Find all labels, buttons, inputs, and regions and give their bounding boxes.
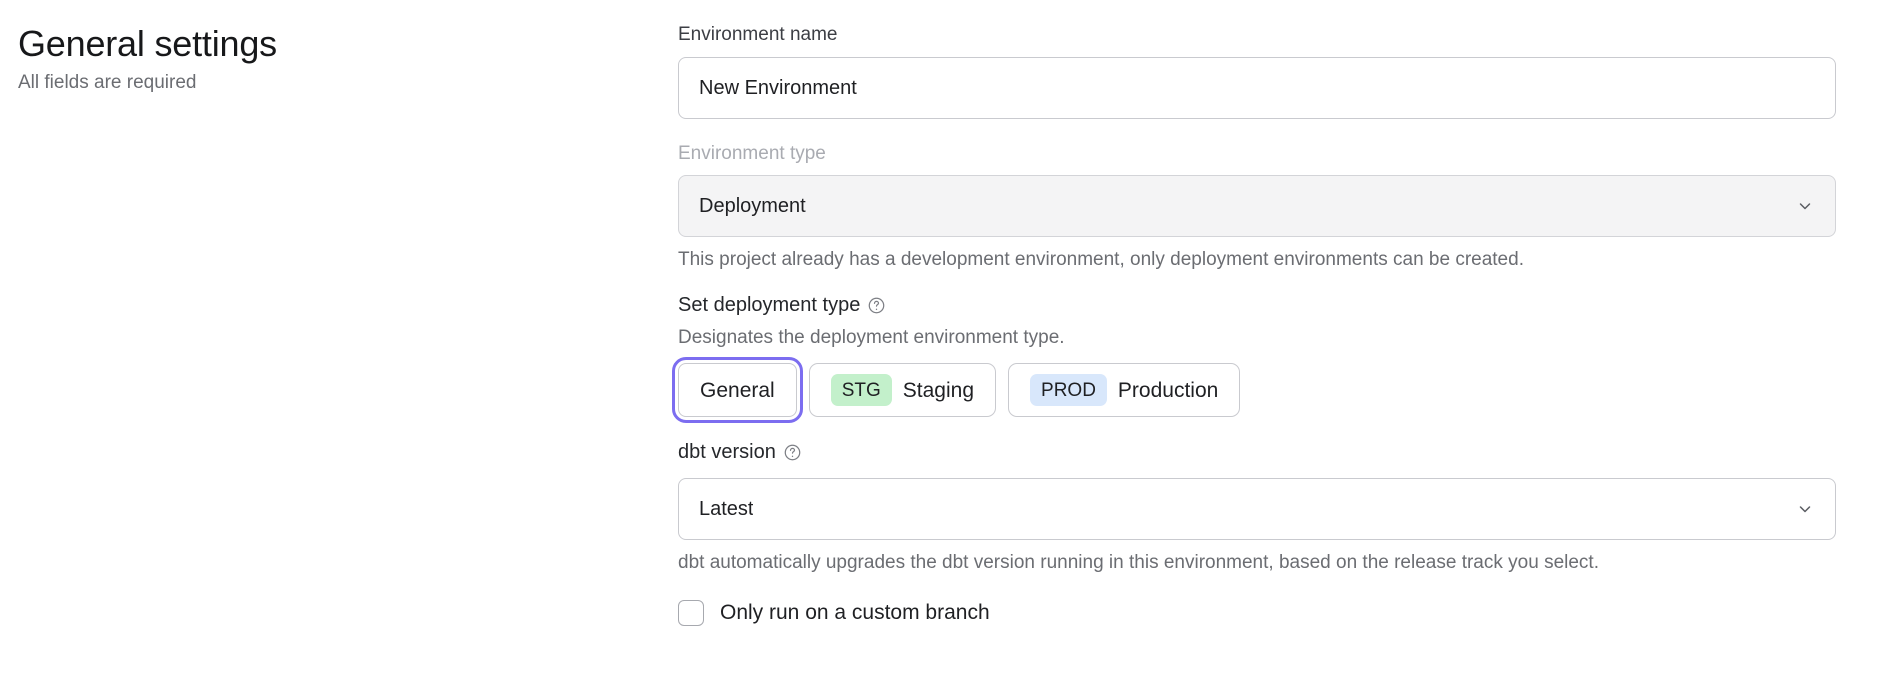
dbt-version-label: dbt version [678,441,776,464]
dbt-version-value: Latest [699,499,754,520]
environment-type-helper: This project already has a development e… [678,249,1524,271]
deployment-type-option-staging-label: Staging [902,378,975,402]
environment-name-field: Environment name New Environment [678,22,1836,119]
dbt-version-label-row: dbt version [678,439,1836,466]
deployment-type-options: General STG Staging PROD Production [672,357,1836,424]
environment-name-label: Environment name [678,24,838,45]
deployment-type-option-general-label: General [700,378,775,402]
production-badge: PROD [1030,374,1107,407]
custom-branch-label[interactable]: Only run on a custom branch [720,600,990,624]
deployment-type-label-row: Set deployment type [678,292,1836,319]
environment-type-value: Deployment [699,196,806,217]
environment-name-value: New Environment [699,77,857,98]
deployment-type-option-production[interactable]: PROD Production [1008,363,1241,418]
chevron-down-icon [1797,501,1813,517]
chevron-down-icon [1797,198,1813,214]
page-subtitle: All fields are required [18,71,197,93]
help-circle-icon[interactable] [783,443,802,462]
environment-type-label: Environment type [678,142,826,164]
dbt-version-helper: dbt automatically upgrades the dbt versi… [678,552,1599,574]
dbt-version-select[interactable]: Latest [678,478,1836,541]
deployment-type-option-production-label: Production [1117,378,1219,402]
dbt-version-field: dbt version Latest dbt automatically upg… [678,439,1836,577]
environment-type-select[interactable]: Deployment [678,175,1836,238]
deployment-type-option-staging[interactable]: STG Staging [808,363,997,418]
settings-form-column: Environment name New Environment Environ… [672,0,1890,626]
environment-name-input[interactable]: New Environment [678,56,1836,119]
deployment-type-field: Set deployment type Designates the deplo… [672,292,1836,424]
page-title: General settings [18,23,277,64]
settings-intro-column: General settings All fields are required [0,0,678,96]
staging-badge: STG [830,374,892,407]
deployment-type-label: Set deployment type [678,293,861,316]
custom-branch-checkbox[interactable] [678,599,704,626]
environment-type-field: Environment type Deployment This project… [678,141,1836,274]
deployment-type-description: Designates the deployment environment ty… [678,326,1065,348]
help-circle-icon[interactable] [867,296,886,315]
custom-branch-row: Only run on a custom branch [678,599,1836,626]
deployment-type-option-general[interactable]: General [672,357,803,424]
